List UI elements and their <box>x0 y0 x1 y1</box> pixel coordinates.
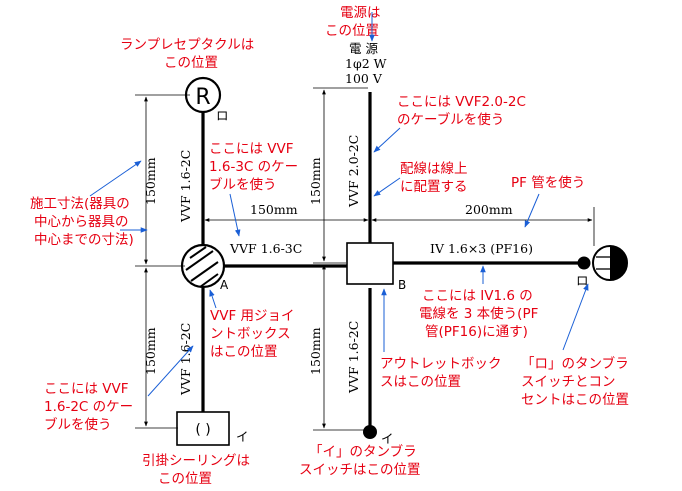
ro-switch-tag: ロ <box>576 273 589 288</box>
wire-label-bottom-right: VVF 1.6-2C <box>346 321 361 394</box>
leader-arrows <box>89 12 589 397</box>
svg-text:ここには VVF: ここには VVF <box>209 141 294 157</box>
dim-top-right: 150mm <box>308 157 323 205</box>
svg-text:ここには IV1.6 の: ここには IV1.6 の <box>422 288 533 304</box>
svg-text:配線は線上: 配線は線上 <box>400 161 468 177</box>
svg-text:ここには VVF: ここには VVF <box>44 381 129 397</box>
wire-label-top-left: VVF 1.6-2C <box>178 150 193 223</box>
svg-text:のケーブルを使う: のケーブルを使う <box>397 111 504 128</box>
ceiling-symbol: ( ) <box>195 422 210 438</box>
callout-vvf20-cable: ここには VVF2.0-2C のケーブルを使う <box>397 94 526 128</box>
svg-text:ブルを使う: ブルを使う <box>209 176 277 193</box>
svg-text:ントボックス: ントボックス <box>210 326 291 342</box>
svg-text:この位置: この位置 <box>164 55 218 71</box>
callout-power-location: 電源は この位置 <box>325 5 381 39</box>
power-label-1: 1φ2 W <box>345 56 387 71</box>
power-label-2: 100 V <box>345 71 383 86</box>
i-switch-tag: イ <box>381 431 394 446</box>
callout-construction-dims: 施工寸法(器具の 中心から器具の 中心までの寸法) <box>30 196 134 248</box>
svg-text:ブルを使う: ブルを使う <box>44 416 112 433</box>
svg-text:この位置: この位置 <box>325 23 379 39</box>
svg-text:はこの位置: はこの位置 <box>210 344 278 360</box>
callout-vvf16-3c-cable: ここには VVF 1.6-3C のケー ブルを使う <box>209 141 298 193</box>
wire-label-right: IV 1.6×3 (PF16) <box>430 241 533 256</box>
power-label-0: 電 源 <box>349 41 378 56</box>
callout-vvf16-2c-cable: ここには VVF 1.6-2C のケー ブルを使う <box>44 381 133 433</box>
callout-wiring-on-line: 配線は線上 に配置する <box>400 161 468 195</box>
outlet-box <box>346 242 394 285</box>
ceiling-rosette: ( ) <box>176 411 230 446</box>
svg-text:スはこの位置: スはこの位置 <box>380 374 461 390</box>
svg-text:ここには VVF2.0-2C: ここには VVF2.0-2C <box>397 94 526 110</box>
svg-text:中心から器具の: 中心から器具の <box>34 214 129 230</box>
wire-label-middle: VVF 1.6-3C <box>229 241 302 256</box>
i-switch-dot <box>363 425 377 439</box>
svg-text:電源は: 電源は <box>340 5 381 21</box>
ro-switch-dot <box>577 256 591 270</box>
svg-text:VVF 用ジョイ: VVF 用ジョイ <box>210 308 295 324</box>
callout-joint-box: VVF 用ジョイ ントボックス はこの位置 <box>210 308 295 360</box>
callout-iv-wire: ここには IV1.6 の 電線を 3 本使う(PF 管(PF16)に通す) <box>419 288 538 340</box>
svg-text:電線を 3 本使う(PF: 電線を 3 本使う(PF <box>419 305 538 322</box>
svg-text:この位置: この位置 <box>158 471 212 487</box>
wire-label-top-right: VVF 2.0-2C <box>346 135 361 208</box>
lamp-receptacle: R <box>184 76 222 114</box>
joint-box-tag: A <box>220 278 229 292</box>
svg-text:施工寸法(器具の: 施工寸法(器具の <box>30 196 130 212</box>
callout-ro-switch: 「ロ」のタンブラ スイッチとコン セントはこの位置 <box>521 355 629 408</box>
dim-horizontal-left: 150mm <box>250 202 298 217</box>
svg-text:1.6-3C のケー: 1.6-3C のケー <box>209 159 298 175</box>
callout-pf-conduit: PF 管を使う <box>511 174 585 191</box>
dim-top-left: 150mm <box>143 157 158 205</box>
svg-text:スイッチとコン: スイッチとコン <box>521 374 616 390</box>
svg-text:に配置する: に配置する <box>400 179 468 195</box>
dim-horizontal-right: 200mm <box>465 202 513 217</box>
ceiling-tag: イ <box>236 429 249 444</box>
callout-i-switch: 「イ」のタンブラ スイッチはこの位置 <box>299 443 421 478</box>
svg-text:「ロ」のタンブラ: 「ロ」のタンブラ <box>521 355 629 372</box>
svg-text:管(PF16)に通す): 管(PF16)に通す) <box>425 324 528 340</box>
receptacle-tag: ロ <box>216 108 229 123</box>
svg-text:スイッチはこの位置: スイッチはこの位置 <box>299 462 421 478</box>
callout-receptacle-location: ランプレセプタクルは この位置 <box>120 37 254 71</box>
callout-outlet-box: アウトレットボック スはこの位置 <box>380 356 502 390</box>
svg-text:引掛シーリングは: 引掛シーリングは <box>142 453 250 469</box>
joint-box <box>180 243 226 289</box>
svg-text:セントはこの位置: セントはこの位置 <box>521 392 629 408</box>
callout-ceiling-location: 引掛シーリングは この位置 <box>142 453 250 487</box>
svg-text:「イ」のタンブラ: 「イ」のタンブラ <box>309 443 417 460</box>
dim-bottom-left: 150mm <box>143 327 158 375</box>
wire-label-bottom-left: VVF 1.6-2C <box>178 323 193 396</box>
svg-text:中心までの寸法): 中心までの寸法) <box>34 232 134 248</box>
dimension-lines <box>135 87 595 431</box>
outlet-box-tag: B <box>398 278 406 292</box>
receptacle-symbol: R <box>195 85 210 110</box>
svg-text:PF 管を使う: PF 管を使う <box>511 174 585 191</box>
svg-text:ランプレセプタクルは: ランプレセプタクルは <box>120 37 254 53</box>
outlet-symbol <box>592 245 628 281</box>
dim-bottom-right: 150mm <box>308 327 323 375</box>
svg-text:1.6-2C のケー: 1.6-2C のケー <box>44 399 133 415</box>
svg-text:アウトレットボック: アウトレットボック <box>380 356 502 372</box>
